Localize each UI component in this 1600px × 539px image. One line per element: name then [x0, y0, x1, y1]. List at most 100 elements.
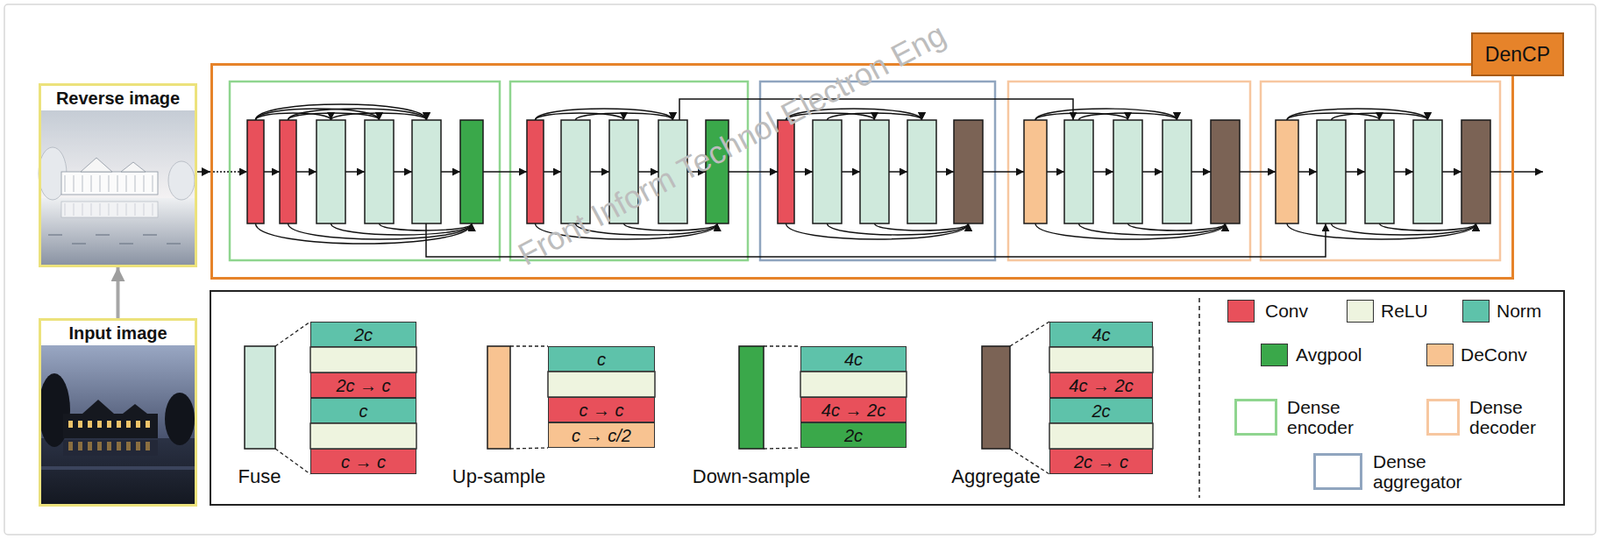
- flow-line: [1239, 170, 1276, 173]
- photo-light: [87, 420, 93, 428]
- flow-line: [590, 170, 610, 173]
- dense-link: [786, 113, 875, 121]
- norm-layer: 2c: [310, 321, 417, 348]
- dense-link: [331, 113, 427, 121]
- photo-pillar: [135, 175, 136, 192]
- layer-bar: [609, 120, 639, 224]
- photo-light: [116, 420, 121, 428]
- legend-outline: [1426, 398, 1460, 436]
- flow-line: [728, 170, 778, 173]
- flow-line: [263, 170, 280, 173]
- legend-label: Dense decoder: [1469, 397, 1553, 438]
- legend-label: Dense encoder: [1287, 397, 1371, 438]
- dense-link: [256, 223, 473, 244]
- legend-swatch: [1462, 299, 1490, 323]
- channel-label: 2c → c: [1073, 452, 1129, 472]
- photo-ripple: [41, 466, 195, 470]
- layer-bar: [364, 120, 394, 224]
- photo-tree: [168, 161, 195, 200]
- photo-roof: [120, 162, 146, 172]
- layer-bar: [812, 120, 842, 224]
- layer-bar: [953, 120, 983, 224]
- layer-bar: [1316, 120, 1346, 224]
- dense-link: [827, 223, 969, 235]
- photo-roof: [82, 399, 114, 414]
- block-frame: [1008, 81, 1251, 261]
- frame-title: DenCP: [1471, 32, 1565, 77]
- flow-line: [1093, 170, 1114, 173]
- channel-label: 2c: [354, 325, 373, 345]
- dense-link: [1079, 223, 1226, 235]
- zoom-line: [275, 448, 311, 475]
- flow-line: [1142, 170, 1163, 173]
- flow-line: [393, 170, 413, 173]
- photo-tree: [164, 392, 195, 446]
- conv-layer: 2c → c: [1049, 448, 1153, 475]
- dense-link: [1035, 223, 1226, 240]
- layer-bar: [316, 120, 346, 224]
- photo-building: [63, 413, 158, 439]
- block-name: Aggregate: [951, 465, 1041, 489]
- photo-light: [145, 441, 150, 451]
- photo-light: [78, 420, 83, 428]
- photo-light: [135, 420, 141, 428]
- flow-line: [1393, 170, 1414, 173]
- dencp-frame: DenCP: [210, 63, 1515, 280]
- photo-ripple: [48, 234, 63, 235]
- dense-link: [1079, 113, 1178, 121]
- norm-layer: c: [310, 398, 417, 424]
- avgpool-layer: 2c: [800, 422, 907, 448]
- layer-bar: [1064, 120, 1094, 224]
- deconv-layer: c → c/2: [547, 422, 655, 448]
- photo-roof: [122, 404, 148, 414]
- dense-link: [288, 113, 380, 121]
- detail-panel: [210, 291, 1565, 505]
- block-name: Down-sample: [692, 465, 811, 489]
- relu-layer: [310, 347, 417, 373]
- channel-label: c → c/2: [571, 426, 632, 446]
- photo-pillar: [91, 203, 93, 216]
- flow-line: [483, 170, 527, 173]
- legend-label: Norm: [1496, 300, 1542, 321]
- photo-pillar: [143, 203, 145, 216]
- output-line: [1490, 170, 1544, 173]
- flow-line: [1046, 170, 1065, 173]
- figure-frame: [4, 4, 1596, 535]
- image-panel: Input image: [38, 318, 198, 507]
- photo-light: [106, 441, 112, 451]
- conv-layer: 2c → c: [310, 372, 417, 399]
- channel-label: 4c: [1091, 325, 1110, 345]
- watermark: Front Inform Technol Electron Eng: [512, 15, 952, 273]
- dense-link: [1287, 223, 1477, 240]
- dense-link: [535, 108, 674, 121]
- photo-pillar: [73, 203, 75, 216]
- photo-light: [97, 420, 102, 428]
- layer-bar: [1413, 120, 1443, 224]
- photo-water: [41, 198, 195, 265]
- photo-light: [68, 441, 73, 451]
- block-name: Up-sample: [452, 465, 546, 489]
- zoom-line: [763, 345, 801, 347]
- norm-layer: 4c: [800, 346, 907, 372]
- photo-pillar: [126, 203, 128, 216]
- photo-water: [41, 438, 195, 505]
- conv-layer: 4c → 2c: [1049, 372, 1153, 399]
- block-frame: [229, 81, 500, 261]
- dense-link: [288, 108, 427, 121]
- channel-label: 4c → 2c: [1068, 376, 1133, 396]
- photo-roof: [80, 157, 113, 172]
- photo-ripple: [166, 242, 181, 244]
- zoom-line: [1009, 321, 1050, 347]
- aggregate-bar: [981, 346, 1010, 449]
- photo-light: [106, 420, 112, 428]
- flow-line: [888, 170, 908, 173]
- relu-layer: [800, 371, 907, 398]
- channel-label: c → c: [341, 452, 386, 472]
- photo-pillar: [135, 203, 136, 216]
- image-title: Input image: [41, 320, 195, 346]
- layer-bar: [705, 120, 729, 224]
- flow-line: [543, 170, 562, 173]
- conv-layer: c → c: [310, 448, 417, 475]
- dense-link: [624, 223, 719, 231]
